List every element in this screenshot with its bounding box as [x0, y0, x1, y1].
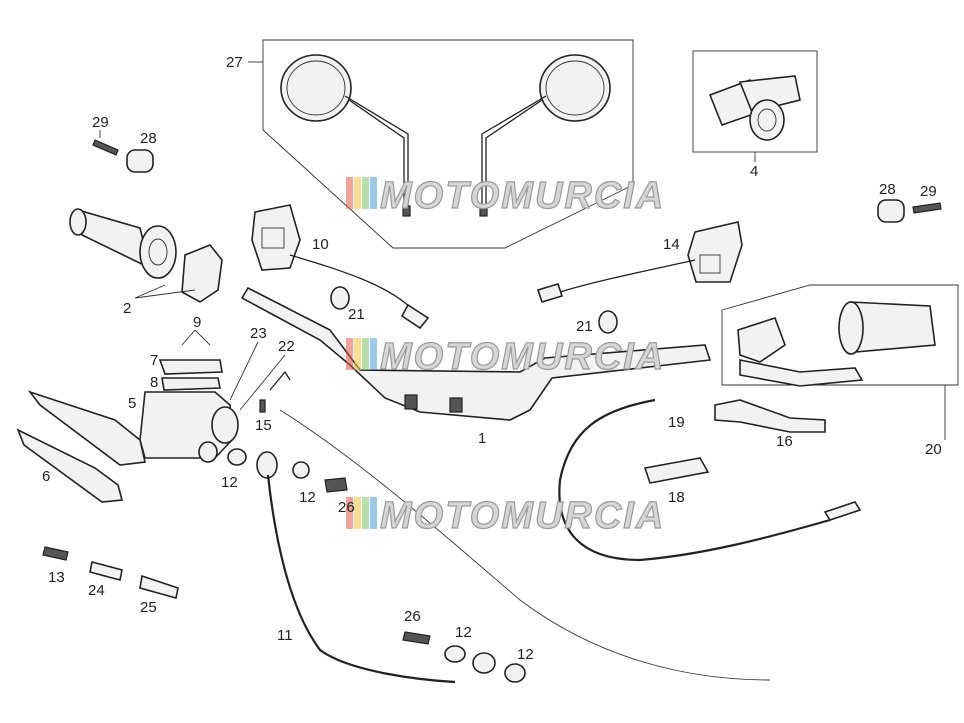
small-parts	[42, 370, 826, 683]
callout-14: 14	[663, 236, 680, 253]
callout-1: 1	[478, 430, 486, 447]
callout-21b: 21	[576, 318, 593, 335]
leader-lines	[181, 61, 286, 411]
callout-28b: 28	[879, 181, 896, 198]
callout-5: 5	[128, 395, 136, 412]
callout-9: 9	[193, 314, 201, 331]
bar-end-left	[92, 130, 154, 173]
callout-12b: 12	[299, 489, 316, 506]
callout-25: 25	[140, 599, 157, 616]
callout-8: 8	[150, 374, 158, 391]
callout-15: 15	[255, 417, 272, 434]
watermark-bottom: MOTOMURCIA	[346, 494, 665, 538]
watermark-text-middle: MOTOMURCIA	[380, 336, 665, 378]
callout-10: 10	[312, 236, 329, 253]
cables	[266, 398, 862, 684]
left-switch-assembly	[251, 204, 430, 330]
callout-23: 23	[250, 325, 267, 342]
callout-6: 6	[42, 468, 50, 485]
callout-26b: 26	[404, 608, 421, 625]
watermark-text-bottom: MOTOMURCIA	[380, 495, 665, 537]
watermark-top: MOTOMURCIA	[346, 174, 665, 218]
callout-19: 19	[668, 414, 685, 431]
callout-labels: 1 2 4 5 6 7 8 9 10 11 12 12 12 12 13 14 …	[42, 54, 942, 663]
callout-27: 27	[226, 54, 243, 71]
bar-end-right	[877, 199, 942, 223]
clutch-lever-group	[721, 284, 959, 440]
grip-set-group	[692, 50, 818, 162]
callout-11: 11	[277, 627, 293, 644]
callout-4: 4	[750, 163, 758, 180]
callout-12d: 12	[517, 646, 534, 663]
right-switch-assembly	[536, 221, 743, 303]
callout-28a: 28	[140, 130, 157, 147]
brake-master-cylinder	[16, 359, 239, 503]
callout-21a: 21	[348, 306, 365, 323]
cable-clamps	[330, 286, 618, 334]
mirror-set-group	[262, 39, 634, 249]
callout-24: 24	[88, 582, 105, 599]
callout-20: 20	[925, 441, 942, 458]
callout-22: 22	[278, 338, 295, 355]
callout-26a: 26	[338, 499, 355, 516]
callout-12c: 12	[455, 624, 472, 641]
callout-16: 16	[776, 433, 793, 450]
callout-2: 2	[123, 300, 131, 317]
watermark-middle: MOTOMURCIA	[346, 335, 665, 379]
handlebar	[240, 286, 712, 421]
watermark-text-top: MOTOMURCIA	[380, 175, 665, 217]
throttle-grip-assembly	[69, 208, 223, 303]
callout-13: 13	[48, 569, 65, 586]
callout-12a: 12	[221, 474, 238, 491]
callout-7: 7	[150, 352, 158, 369]
callout-18: 18	[668, 489, 685, 506]
callout-29a: 29	[92, 114, 109, 131]
callout-29b: 29	[920, 183, 937, 200]
